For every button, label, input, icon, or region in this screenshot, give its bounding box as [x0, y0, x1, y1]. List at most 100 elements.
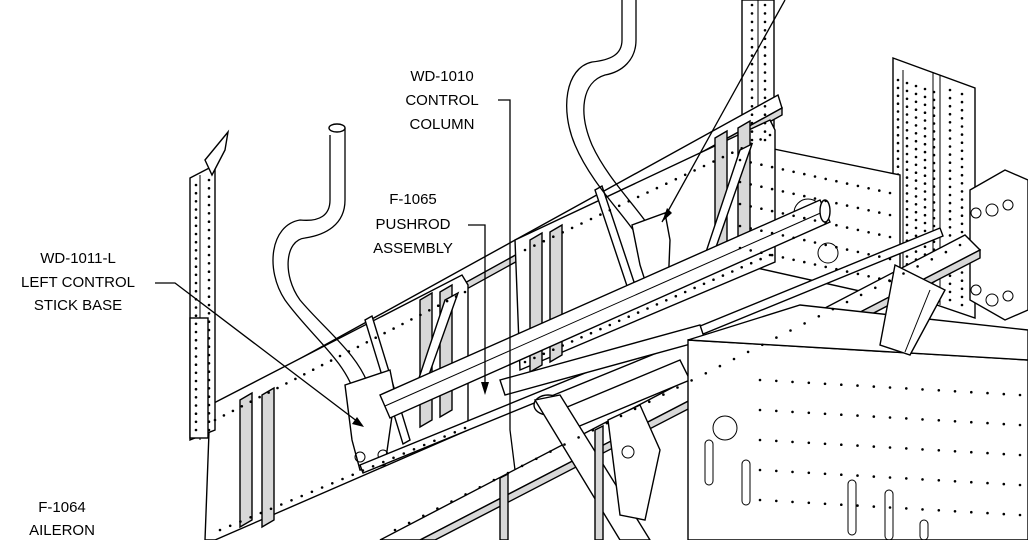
rivet-dot: [542, 239, 546, 243]
rivet-dot: [932, 216, 936, 220]
rivet-dot: [813, 175, 817, 178]
rivet-dot: [914, 124, 918, 127]
rivet-dot: [896, 149, 900, 153]
rivet-dot: [552, 348, 555, 352]
rivet-dot: [749, 183, 752, 186]
rivet-dot: [888, 446, 892, 449]
rivet-dot: [1002, 452, 1006, 456]
rivet-dot: [207, 320, 211, 324]
rivet-dot: [905, 447, 908, 450]
rivet-dot: [454, 295, 458, 298]
callout-control-column-line2: CONTROL: [405, 92, 478, 109]
rivet-dot: [760, 207, 763, 210]
rivet-dot: [740, 147, 743, 150]
rivet-dot: [921, 388, 924, 391]
rivet-dot: [674, 177, 678, 181]
rivet-dot: [1002, 422, 1006, 426]
rivet-dot: [194, 322, 198, 326]
rivet-dot: [775, 409, 778, 413]
rivet-dot: [750, 105, 754, 108]
rivet-dot: [207, 262, 211, 265]
rivet-dot: [914, 250, 918, 253]
rivet-dot: [923, 174, 927, 177]
rivet-dot: [738, 246, 742, 250]
rivet-dot: [888, 257, 892, 261]
rivet-dot: [905, 207, 909, 211]
rivet-dot: [627, 200, 630, 203]
rivet-dot: [194, 232, 198, 236]
rivet-dot: [960, 133, 964, 136]
rivet-dot: [905, 200, 909, 203]
rivet-dot: [402, 452, 406, 455]
rivet-dot: [303, 373, 306, 376]
rivet-dot: [506, 471, 510, 475]
rivet-dot: [932, 90, 936, 94]
rivet-dot: [478, 486, 482, 489]
rivet-dot: [953, 480, 957, 483]
rivet-dot: [914, 108, 918, 111]
rivet-dot: [194, 330, 198, 334]
rivet-dot: [218, 528, 222, 532]
rivet-dot: [791, 500, 794, 504]
callout-pushrod-line1: F-1065: [389, 191, 437, 208]
rivet-dot: [207, 412, 211, 415]
rivet-dot: [905, 136, 909, 140]
rivet-dot: [867, 275, 870, 278]
callout-control-column-line3: COLUMN: [409, 116, 474, 133]
rivet-dot: [932, 145, 936, 149]
rivet-dot: [749, 249, 752, 252]
rivet-dot: [914, 203, 918, 206]
rivet-dot: [948, 201, 952, 205]
rivet-dot: [835, 201, 838, 205]
rivet-dot: [763, 3, 767, 7]
rivet-dot: [655, 303, 659, 306]
rivet-dot: [948, 234, 952, 237]
rivet-dot: [813, 219, 817, 222]
rivet-dot: [1018, 453, 1022, 457]
rivet-dot: [970, 450, 973, 454]
rivet-dot: [856, 414, 859, 417]
rivet-dot: [294, 377, 297, 381]
rivet-dot: [932, 185, 936, 188]
rivet-dot: [960, 198, 964, 201]
rivet-dot: [331, 482, 334, 485]
rivet-dot: [923, 150, 927, 154]
rivet-dot: [207, 403, 211, 407]
rivet-dot: [932, 177, 936, 180]
rivet-dot: [300, 494, 304, 498]
rivet-dot: [758, 408, 762, 412]
rivet-dot: [207, 195, 211, 198]
rivet-dot: [194, 208, 198, 211]
rivet-dot: [960, 279, 964, 283]
rivet-dot: [750, 12, 754, 15]
rivet-dot: [888, 416, 892, 419]
rivet-pattern: [194, 3, 1022, 532]
rivet-dot: [944, 250, 948, 254]
rivet-dot: [320, 486, 324, 489]
rivet-dot: [888, 191, 892, 195]
rivet-dot: [207, 237, 211, 240]
rivet-dot: [932, 169, 936, 173]
rivet-dot: [401, 322, 404, 326]
rivet-dot: [859, 293, 863, 297]
rivet-dot: [763, 130, 767, 133]
rivet-dot: [768, 133, 772, 137]
rivet-dot: [872, 445, 876, 448]
rivet-dot: [636, 195, 640, 199]
rivet-dot: [365, 341, 369, 344]
rivet-dot: [840, 413, 843, 417]
rivet-dot: [835, 245, 838, 249]
rivet-dot: [970, 390, 973, 394]
rivet-dot: [207, 253, 211, 257]
rivet-dot: [738, 180, 742, 184]
rivet-dot: [676, 386, 679, 389]
rivet-dot: [953, 450, 957, 453]
rivet-dot: [948, 290, 952, 294]
rivet-dot: [750, 96, 754, 100]
rivet-dot: [923, 190, 927, 193]
rivet-dot: [463, 290, 467, 294]
rivet-dot: [535, 457, 538, 461]
rivet-dot: [923, 229, 927, 233]
rivet-dot: [721, 274, 725, 277]
